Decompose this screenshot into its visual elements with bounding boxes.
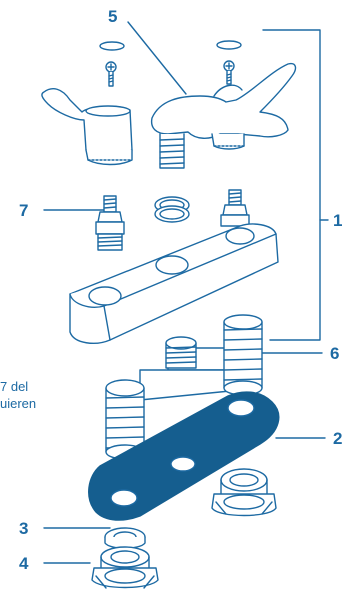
callout-2: 2 [333,429,343,448]
side-note: 7 del uieren [0,378,36,412]
base-body [69,223,279,344]
callout-5: 5 [108,7,118,26]
stem-cartridge-right [220,189,250,227]
screw-right [223,60,235,85]
callout-4: 4 [19,554,29,573]
o-ring [154,196,190,223]
side-note-line-2: uieren [0,396,37,411]
index-cap-right [216,40,242,50]
lock-nut-left [91,546,159,589]
washer [104,527,146,549]
index-cap-left [99,41,125,51]
stem-cartridge-left [95,195,125,251]
callout-1: 1 [333,211,343,230]
lock-nut-right [211,468,277,517]
base-gasket [88,391,280,521]
supply-shanks [105,314,263,460]
leader-line-5 [127,21,187,95]
side-note-line-1: 7 del [0,379,29,394]
screw-left [105,61,117,87]
spout-body [150,62,297,169]
callout-7: 7 [19,201,29,220]
callout-3: 3 [19,519,29,538]
callout-6: 6 [330,344,340,363]
lever-handle-left [41,88,133,166]
